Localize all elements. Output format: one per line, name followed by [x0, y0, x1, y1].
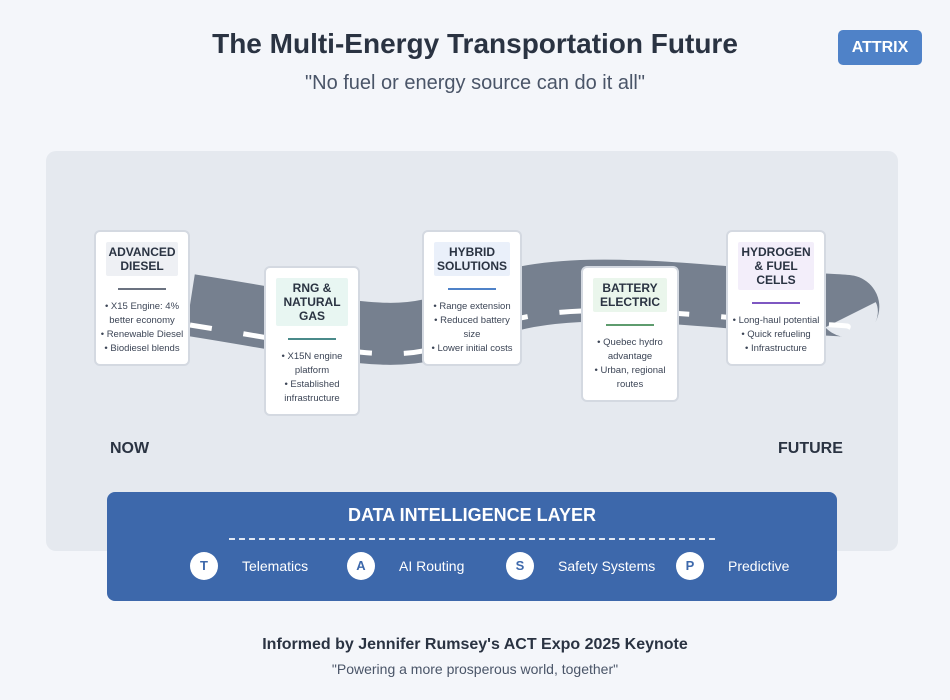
feature-label: Safety Systems	[558, 558, 656, 574]
timeline-start-label: NOW	[110, 440, 150, 457]
feature-label: AI Routing	[399, 558, 465, 574]
energy-card-rng-natural-gas: RNG & NATURAL GAS X15N engine platform E…	[264, 266, 360, 416]
card-item: Quick refueling	[732, 328, 820, 342]
card-title: HYDROGEN & FUEL CELLS	[738, 242, 814, 290]
card-item: Infrastructure	[732, 342, 820, 356]
feature-label: Predictive	[728, 558, 790, 574]
feature-label: Telematics	[242, 558, 309, 574]
data-intelligence-layer: DATA INTELLIGENCE LAYER T Telematics A A…	[107, 492, 837, 601]
layer-title: DATA INTELLIGENCE LAYER	[347, 505, 596, 525]
page-title: The Multi-Energy Transportation Future	[212, 28, 738, 59]
card-item: Quebec hydro advantage	[587, 336, 673, 364]
card-item: Urban, regional routes	[587, 364, 673, 392]
footer-credit: Informed by Jennifer Rumsey's ACT Expo 2…	[262, 636, 688, 653]
card-accent-rule	[288, 338, 336, 340]
page-subtitle: "No fuel or energy source can do it all"	[305, 72, 645, 94]
card-item: Biodiesel blends	[100, 342, 184, 356]
card-item: Long-haul potential	[732, 314, 820, 328]
ai-routing-icon: A	[347, 552, 375, 580]
card-title: HYBRID SOLUTIONS	[434, 242, 510, 276]
card-accent-rule	[606, 324, 654, 326]
timeline-end-label: FUTURE	[778, 440, 843, 457]
card-item: Reduced battery size	[428, 314, 516, 342]
safety-systems-icon: S	[506, 552, 534, 580]
layer-divider	[229, 538, 715, 540]
card-item: X15 Engine: 4% better economy	[100, 300, 184, 328]
energy-card-hydrogen-fuel-cells: HYDROGEN & FUEL CELLS Long-haul potentia…	[726, 230, 826, 366]
card-accent-rule	[448, 288, 496, 290]
card-accent-rule	[118, 288, 166, 290]
energy-card-advanced-diesel: ADVANCED DIESEL X15 Engine: 4% better ec…	[94, 230, 190, 366]
card-item: Established infrastructure	[270, 378, 354, 406]
energy-card-hybrid-solutions: HYBRID SOLUTIONS Range extension Reduced…	[422, 230, 522, 366]
card-item: Renewable Diesel	[100, 328, 184, 342]
footer-tagline: "Powering a more prosperous world, toget…	[331, 661, 619, 677]
predictive-icon: P	[676, 552, 704, 580]
energy-card-battery-electric: BATTERY ELECTRIC Quebec hydro advantage …	[581, 266, 679, 402]
card-item: X15N engine platform	[270, 350, 354, 378]
card-title: ADVANCED DIESEL	[106, 242, 178, 276]
card-item: Lower initial costs	[428, 342, 516, 356]
brand-logo: ATTRIX	[838, 30, 922, 65]
card-item: Range extension	[428, 300, 516, 314]
card-title: RNG & NATURAL GAS	[276, 278, 348, 326]
telematics-icon: T	[190, 552, 218, 580]
card-accent-rule	[752, 302, 800, 304]
card-title: BATTERY ELECTRIC	[593, 278, 667, 312]
